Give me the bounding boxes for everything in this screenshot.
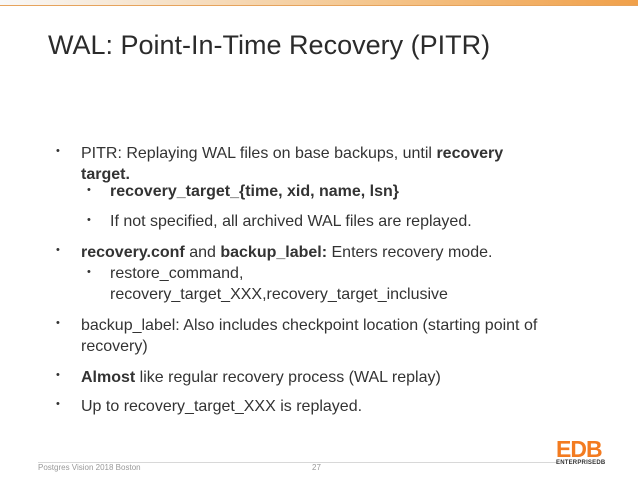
bullet-dot-icon: • [87,184,91,196]
bullet-backup-label: backup_label: Also includes checkpoint l… [81,315,601,357]
bullet-dot-icon: • [56,145,60,157]
logo-subtitle: ENTERPRISEDB [556,460,606,466]
top-accent-bar [0,0,638,5]
bullet-text-line2: recovery_target_XXX,recovery_target_incl… [110,286,448,303]
bullet-dot-icon: • [56,398,60,410]
edb-logo: EDB ENTERPRISEDB [556,437,608,469]
sub-bullet-recovery-target: recovery_target_{time, xid, name, lsn} [110,181,399,202]
footer-event: Postgres Vision 2018 Boston [38,463,141,472]
bullet-dot-icon: • [56,317,60,329]
bullet-text: Enters recovery mode. [327,244,493,261]
page-number: 27 [312,463,321,472]
bullet-bold: recovery [436,145,504,162]
bullet-pitr: PITR: Replaying WAL files on base backup… [81,143,581,185]
bullet-bold: recovery.conf [81,244,185,261]
bullet-text: like regular recovery process (WAL repla… [135,369,441,386]
bullet-recovery-conf: recovery.conf and backup_label: Enters r… [81,242,492,263]
bullet-up-to: Up to recovery_target_XXX is replayed. [81,396,362,417]
bullet-text: and [184,244,221,261]
bullet-bold: backup_label: [220,244,328,261]
bullet-text: PITR: Replaying WAL files on base backup… [81,145,437,162]
bullet-bold: recovery_target_{time, xid, name, lsn} [110,183,400,200]
bullet-dot-icon: • [56,369,60,381]
bullet-dot-icon: • [87,214,91,226]
footer-divider [38,462,558,463]
bullet-dot-icon: • [56,244,60,256]
bullet-text: backup_label: Also includes checkpoint l… [81,317,538,334]
sub-bullet-restore-command: restore_command, recovery_target_XXX,rec… [110,263,448,305]
bullet-text: Up to recovery_target_XXX is replayed. [81,398,363,415]
bullet-dot-icon: • [87,266,91,278]
logo-letters: EDB [556,436,603,462]
bullet-text: restore_command, [110,265,244,282]
bullet-bold-line2: target. [81,166,130,183]
bullet-text-line2: recovery) [81,338,148,355]
sub-bullet-not-specified: If not specified, all archived WAL files… [110,211,472,232]
bullet-bold: Almost [81,369,136,386]
slide-title: WAL: Point-In-Time Recovery (PITR) [48,30,491,60]
bullet-text: If not specified, all archived WAL files… [110,213,472,230]
top-accent-line [0,5,638,6]
bullet-almost: Almost like regular recovery process (WA… [81,367,441,388]
